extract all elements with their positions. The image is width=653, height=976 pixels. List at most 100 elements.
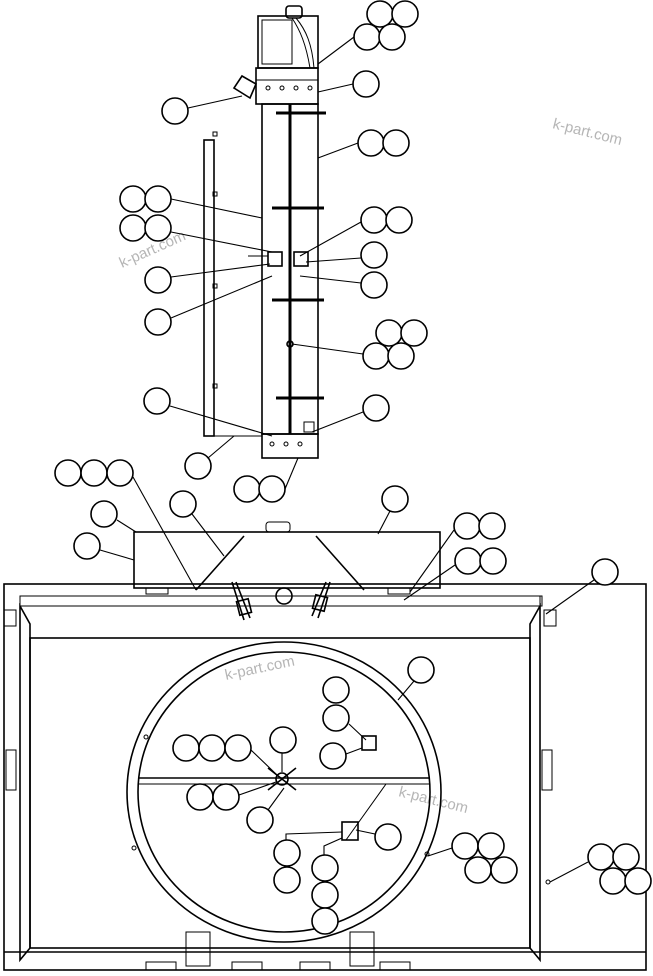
base-block: [145, 961, 177, 971]
left-post: [19, 602, 31, 963]
bolt: [293, 85, 299, 91]
callout-balloon: [144, 214, 172, 242]
callout-balloon: [360, 206, 388, 234]
leader-line: [170, 275, 273, 319]
mount-foot: [185, 931, 211, 967]
callout-balloon: [624, 867, 652, 895]
callout-balloon: [360, 271, 388, 299]
watermark-top-right: k-part.com: [551, 115, 624, 149]
leader-line: [305, 257, 362, 263]
callout-balloon: [246, 806, 274, 834]
right-post: [529, 602, 541, 963]
callout-balloon: [144, 266, 172, 294]
clamp-right: [293, 251, 309, 267]
base-block: [299, 961, 331, 971]
stay-rod: [345, 783, 387, 841]
callout-balloon: [382, 129, 410, 157]
leader-line: [397, 680, 415, 701]
callout-balloon: [453, 512, 481, 540]
callout-balloon: [119, 185, 147, 213]
leader-line: [317, 83, 354, 93]
callout-balloon: [269, 726, 297, 754]
support-strut: [315, 535, 365, 591]
callout-balloon: [464, 856, 492, 884]
callout-balloon: [454, 547, 482, 575]
leader-line: [170, 231, 273, 253]
callout-balloon: [352, 70, 380, 98]
hose-line-2: [295, 17, 315, 69]
callout-balloon: [400, 319, 428, 347]
leader-line: [191, 513, 225, 557]
callout-balloon: [407, 656, 435, 684]
callout-balloon: [106, 459, 134, 487]
callout-balloon: [375, 319, 403, 347]
callout-balloon: [612, 843, 640, 871]
tank-foot: [145, 587, 169, 595]
callout-balloon: [143, 387, 171, 415]
callout-balloon: [73, 532, 101, 560]
callout-balloon: [90, 500, 118, 528]
leader-line: [409, 529, 455, 593]
tab: [212, 191, 218, 197]
leader-line: [116, 519, 137, 533]
rivet: [131, 845, 137, 851]
callout-balloon: [224, 734, 252, 762]
tab: [212, 131, 218, 137]
leader-line: [323, 837, 343, 858]
leader-line: [377, 510, 391, 535]
rivet: [143, 734, 149, 740]
callout-balloon: [374, 823, 402, 851]
callout-balloon: [80, 459, 108, 487]
side-view-callouts: [119, 0, 428, 503]
callout-balloon: [378, 23, 406, 51]
hose-line: [291, 17, 311, 69]
bolt: [265, 85, 271, 91]
callout-balloon: [161, 97, 189, 125]
leader-line: [545, 579, 595, 615]
leader-line: [132, 476, 197, 591]
leader-line: [99, 549, 135, 561]
bolt: [297, 441, 303, 447]
callout-balloon: [186, 783, 214, 811]
side-view-assembly: [203, 5, 326, 459]
callout-balloon: [258, 475, 286, 503]
callout-balloon: [311, 907, 339, 935]
leader-line: [250, 749, 277, 775]
callout-balloon: [451, 832, 479, 860]
top-cap-inner: [261, 19, 293, 65]
callout-balloon: [311, 854, 339, 882]
callout-balloon: [478, 512, 506, 540]
callout-balloon: [322, 676, 350, 704]
callout-balloon: [169, 490, 197, 518]
hub-cross: [267, 767, 297, 791]
elbow-fitting: [232, 74, 258, 100]
leader-line: [348, 723, 367, 741]
callout-balloon: [273, 866, 301, 894]
bolt: [307, 85, 313, 91]
drain-plate: [303, 421, 315, 433]
callout-balloon: [353, 23, 381, 51]
corner-bracket: [3, 609, 17, 627]
side-handle: [541, 749, 553, 791]
lower-header: [261, 433, 319, 459]
callout-balloon: [360, 241, 388, 269]
callout-balloon: [362, 342, 390, 370]
fan-shroud-ring: [126, 641, 442, 943]
leader-line: [317, 36, 355, 65]
callout-balloon: [391, 0, 419, 28]
callout-balloon: [322, 704, 350, 732]
leader-line: [549, 861, 589, 883]
callout-balloon: [233, 475, 261, 503]
callout-balloon: [387, 342, 415, 370]
callout-balloon: [144, 185, 172, 213]
tank-foot: [387, 587, 411, 595]
callout-balloon: [479, 547, 507, 575]
callout-balloon: [311, 881, 339, 909]
mount-block-lower: [341, 821, 359, 841]
filler-neck: [285, 5, 303, 19]
leader-line: [299, 221, 362, 257]
leader-line: [345, 747, 363, 755]
leader-line: [403, 564, 456, 601]
rivet: [424, 851, 430, 857]
